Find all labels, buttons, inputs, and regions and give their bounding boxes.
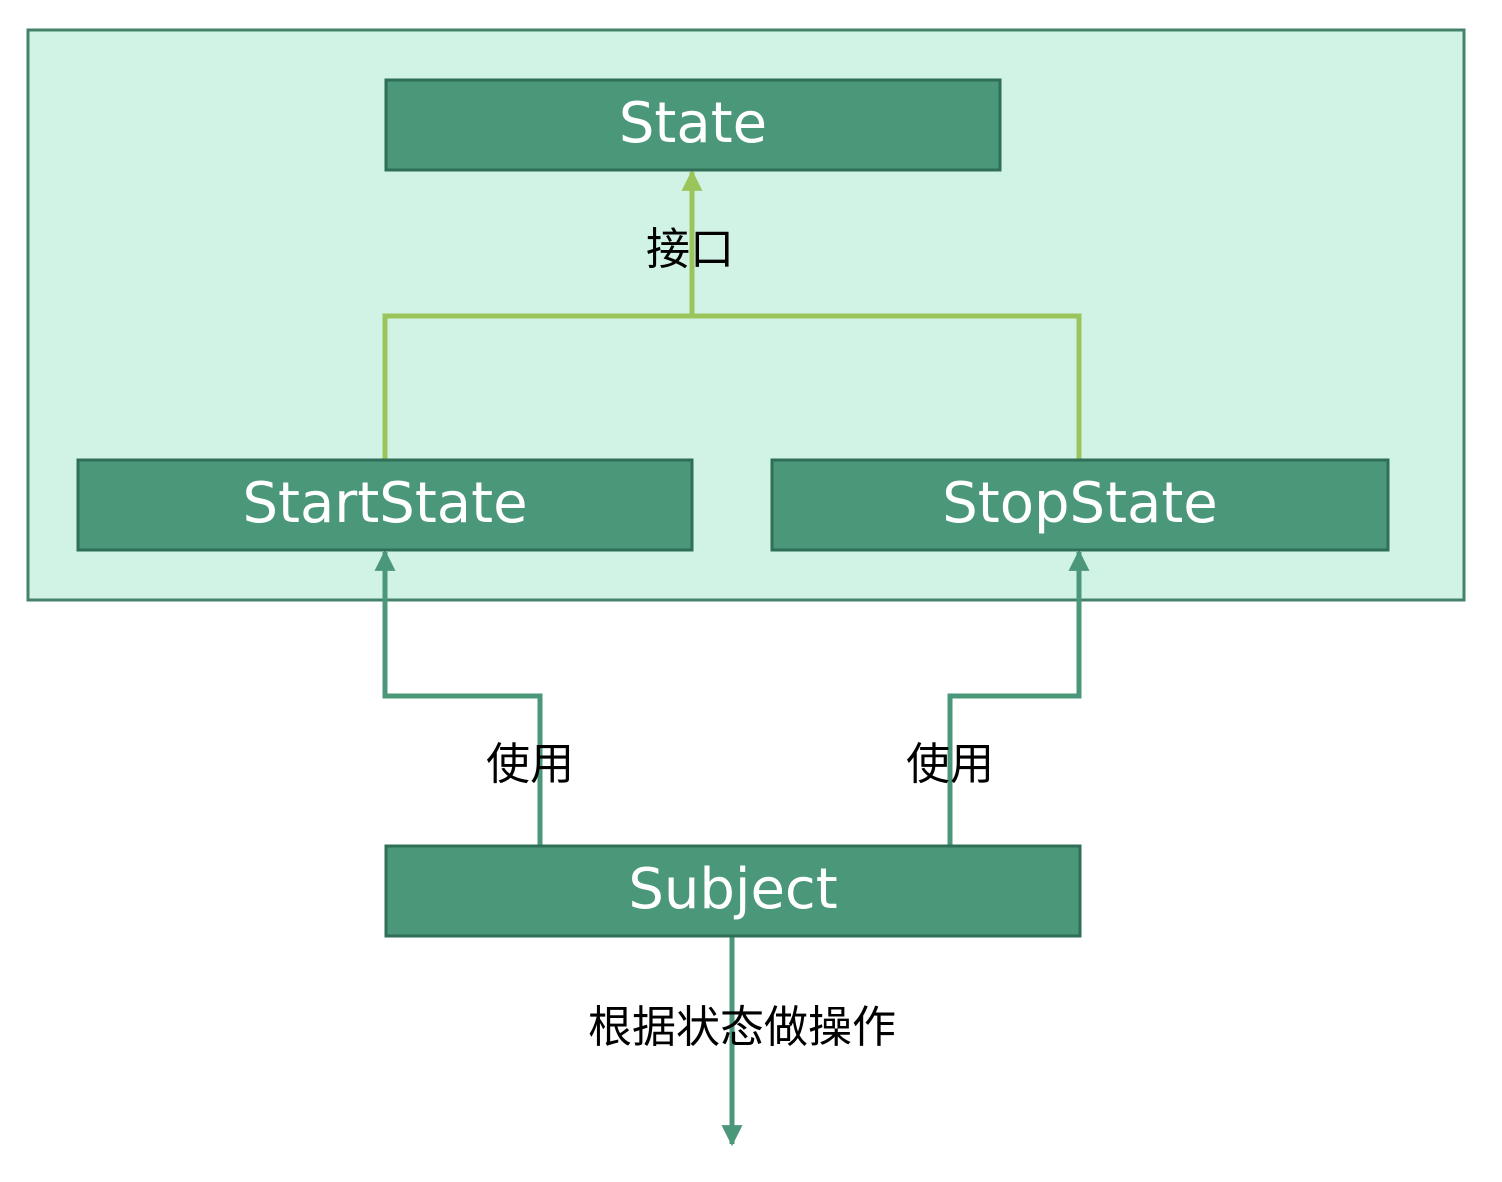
stopstate-node: StopState — [770, 458, 1390, 552]
startstate-to-junction-edge — [382, 313, 692, 460]
state-node: State — [384, 78, 1002, 172]
action-edge-label: 根据状态做操作 — [588, 1002, 896, 1053]
interface-edge-label: 接口 — [646, 224, 734, 275]
subject-to-stopstate-arrow — [947, 549, 1090, 846]
startstate-node: StartState — [76, 458, 694, 552]
subject-to-startstate-arrow — [374, 549, 543, 846]
startstate-node-label: StartState — [242, 471, 527, 536]
subject-node-label: Subject — [628, 857, 837, 922]
interface-edges — [382, 169, 1082, 460]
stopstate-node-label: StopState — [942, 471, 1218, 536]
state-node-label: State — [619, 91, 767, 156]
stopstate-to-junction-edge — [692, 313, 1082, 460]
use-left-edge-label: 使用 — [486, 739, 574, 790]
use-right-edge-label: 使用 — [906, 739, 994, 790]
use-edges — [374, 549, 1090, 1147]
subject-node: Subject — [384, 844, 1082, 938]
